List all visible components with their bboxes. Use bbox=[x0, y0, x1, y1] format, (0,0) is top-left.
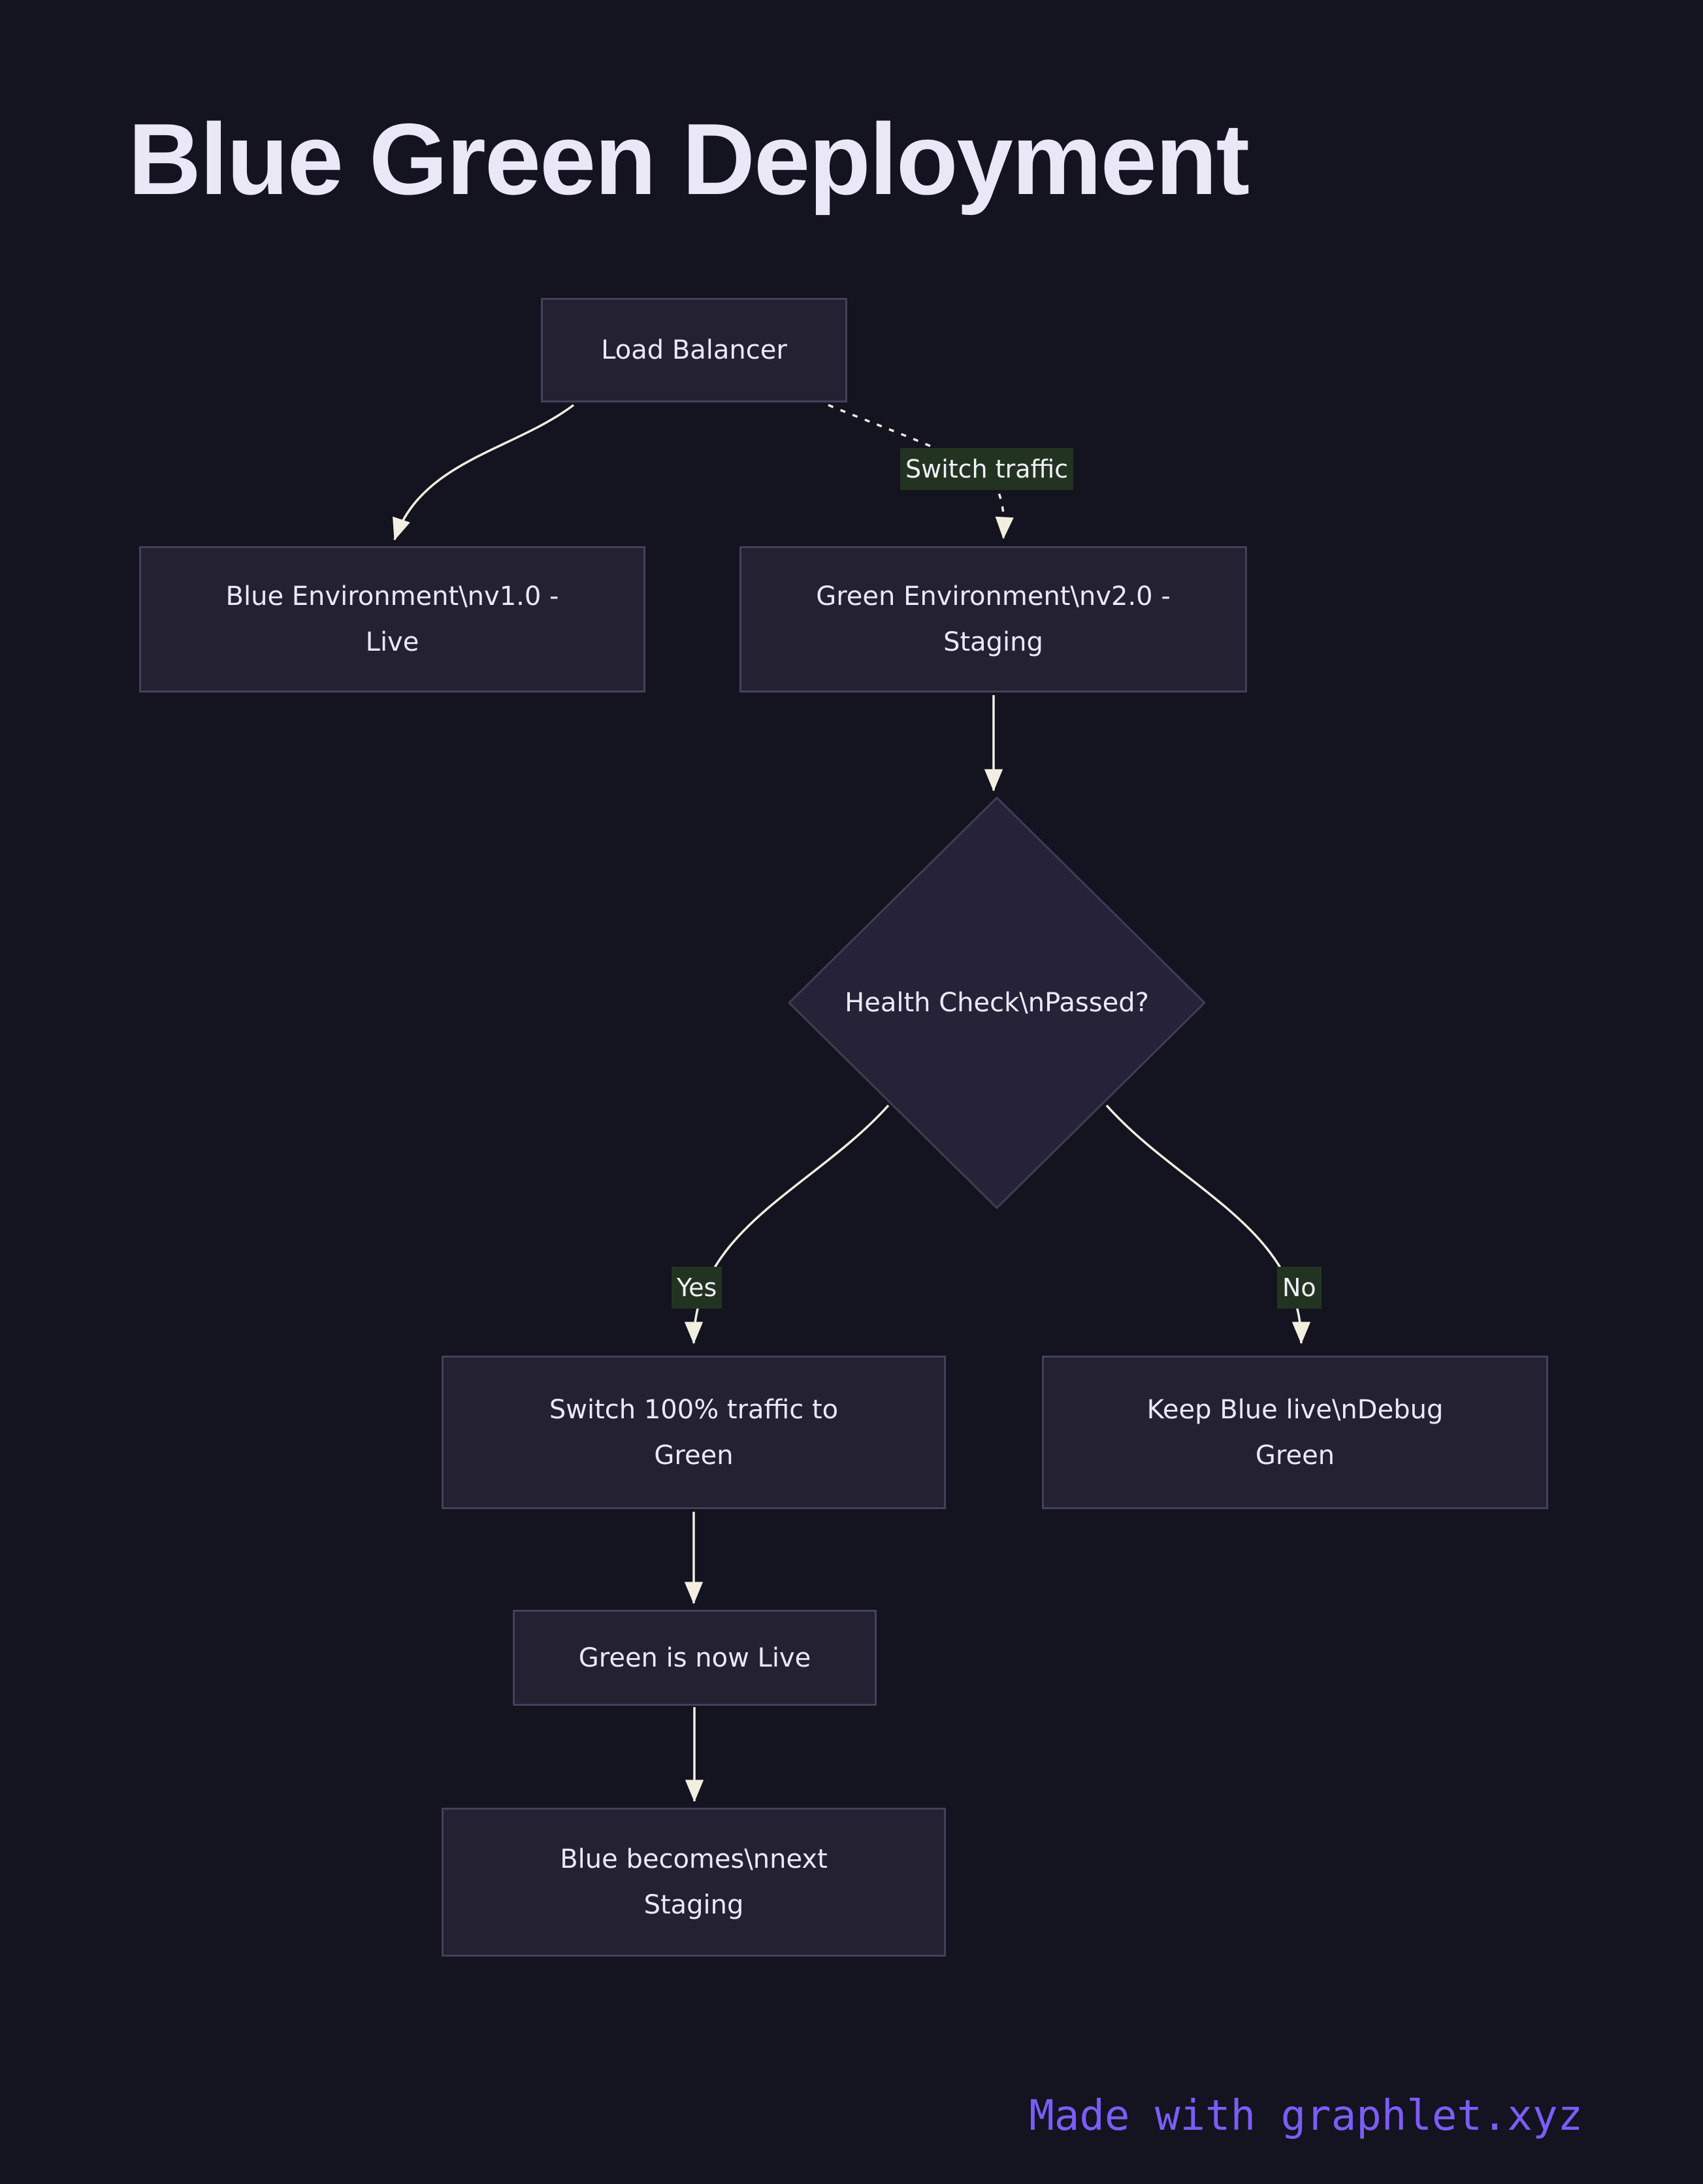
attribution-link[interactable]: Made with graphlet.xyz bbox=[1029, 2092, 1583, 2140]
node-green-environment[interactable]: Green Environment\nv2.0 - Staging bbox=[739, 546, 1247, 693]
node-blue-environment[interactable]: Blue Environment\nv1.0 - Live bbox=[139, 546, 645, 693]
node-keep-blue-live[interactable]: Keep Blue live\nDebug Green bbox=[1042, 1356, 1548, 1509]
node-shape-health-check[interactable] bbox=[787, 796, 1207, 1210]
edge-label-switch-traffic: Switch traffic bbox=[900, 448, 1074, 490]
node-blue-becomes-staging[interactable]: Blue becomes\nnext Staging bbox=[442, 1808, 946, 1957]
node-health-check-label[interactable]: Health Check\nPassed? bbox=[845, 988, 1149, 1018]
edge-load-balancer-to-blue bbox=[393, 404, 575, 541]
node-green-is-now-live[interactable]: Green is now Live bbox=[513, 1610, 877, 1706]
edge-load-balancer-to-green bbox=[828, 404, 1014, 540]
diagram-title: Blue Green Deployment bbox=[128, 103, 1250, 216]
edge-label-no: No bbox=[1277, 1267, 1322, 1309]
node-load-balancer[interactable]: Load Balancer bbox=[541, 298, 847, 402]
node-switch-traffic-to-green[interactable]: Switch 100% traffic to Green bbox=[442, 1356, 946, 1509]
edge-label-yes: Yes bbox=[672, 1267, 722, 1309]
